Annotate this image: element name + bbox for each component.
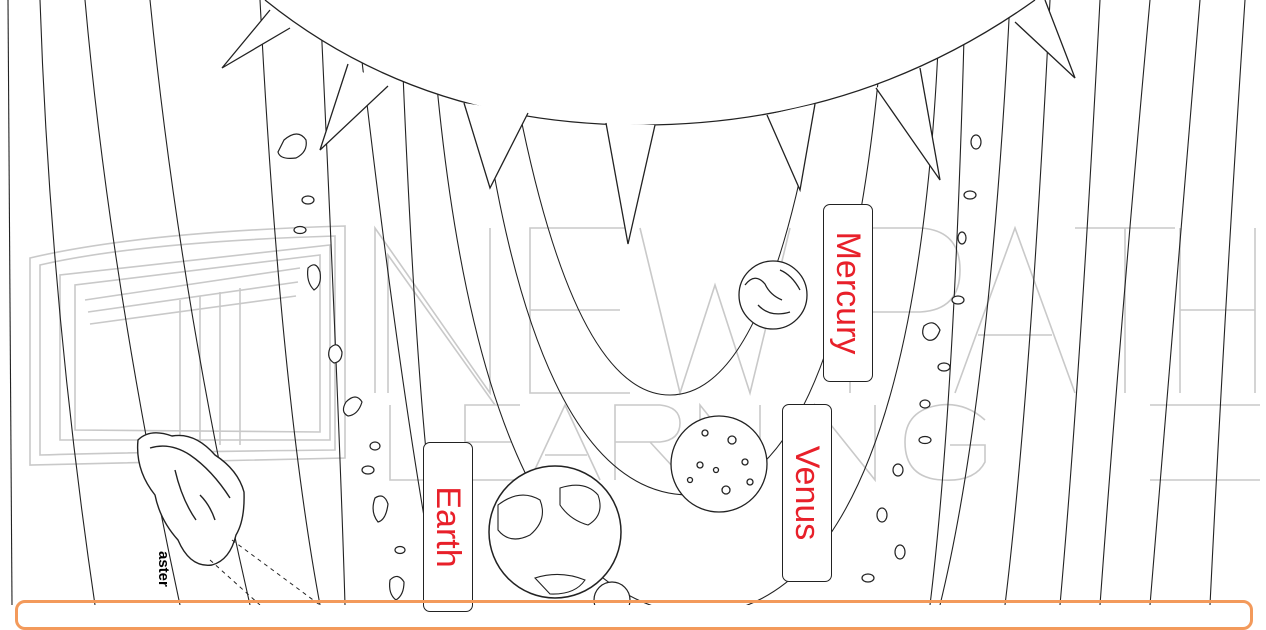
asteroid	[971, 135, 981, 149]
sun-ray	[320, 64, 388, 150]
sun-ray	[222, 10, 290, 68]
venus-label: Venus	[782, 404, 832, 582]
asteroid	[895, 545, 905, 559]
asteroid	[390, 576, 404, 600]
asteroid	[964, 191, 976, 199]
venus-globe-icon	[671, 416, 767, 512]
watermark-book-logo	[30, 226, 345, 465]
sun-ray	[464, 103, 528, 188]
sun-ray	[1015, 0, 1075, 78]
asteroid	[362, 466, 374, 474]
asteroid	[302, 196, 314, 204]
asteroid	[373, 496, 388, 522]
earth-label-text: Earth	[431, 486, 465, 567]
sun-ray	[606, 123, 655, 244]
asteroid	[370, 442, 380, 450]
asteroid	[278, 134, 306, 158]
earth-globe-icon	[489, 466, 621, 598]
sun-ray	[876, 68, 940, 180]
asteroid	[920, 400, 930, 408]
mercury-globe-icon	[739, 261, 807, 329]
solar-system-diagram	[0, 0, 1266, 605]
sun-ray	[767, 104, 815, 190]
asteroid	[958, 232, 966, 244]
mercury-label: Mercury	[823, 204, 873, 382]
asteroid	[329, 345, 342, 363]
asteroid	[938, 363, 950, 371]
orbit-5b	[940, 0, 1010, 605]
orbit-7b	[1060, 0, 1100, 605]
sun-icon	[222, 0, 1075, 244]
orbit-10	[40, 0, 95, 605]
asteroid	[919, 437, 931, 444]
asteroid	[923, 323, 940, 340]
orbit-10b	[1210, 0, 1245, 605]
asteroid	[862, 574, 874, 582]
mercury-label-text: Mercury	[831, 232, 865, 355]
asteroid	[893, 464, 903, 476]
asteroid	[395, 547, 405, 554]
venus-label-text: Venus	[790, 446, 824, 541]
earth-label: Earth	[423, 442, 473, 612]
orbit-11	[8, 0, 12, 605]
asteroid	[308, 265, 321, 290]
orbit-7	[260, 0, 320, 605]
asteroid	[952, 296, 964, 304]
asteroid-caption: aster	[155, 551, 172, 587]
orbit-6b	[1005, 0, 1050, 605]
asteroid	[294, 227, 306, 234]
orbit-9b	[1150, 0, 1200, 605]
newpath-learning-watermark	[30, 226, 1260, 480]
asteroid	[343, 397, 362, 416]
asteroid	[877, 508, 887, 522]
